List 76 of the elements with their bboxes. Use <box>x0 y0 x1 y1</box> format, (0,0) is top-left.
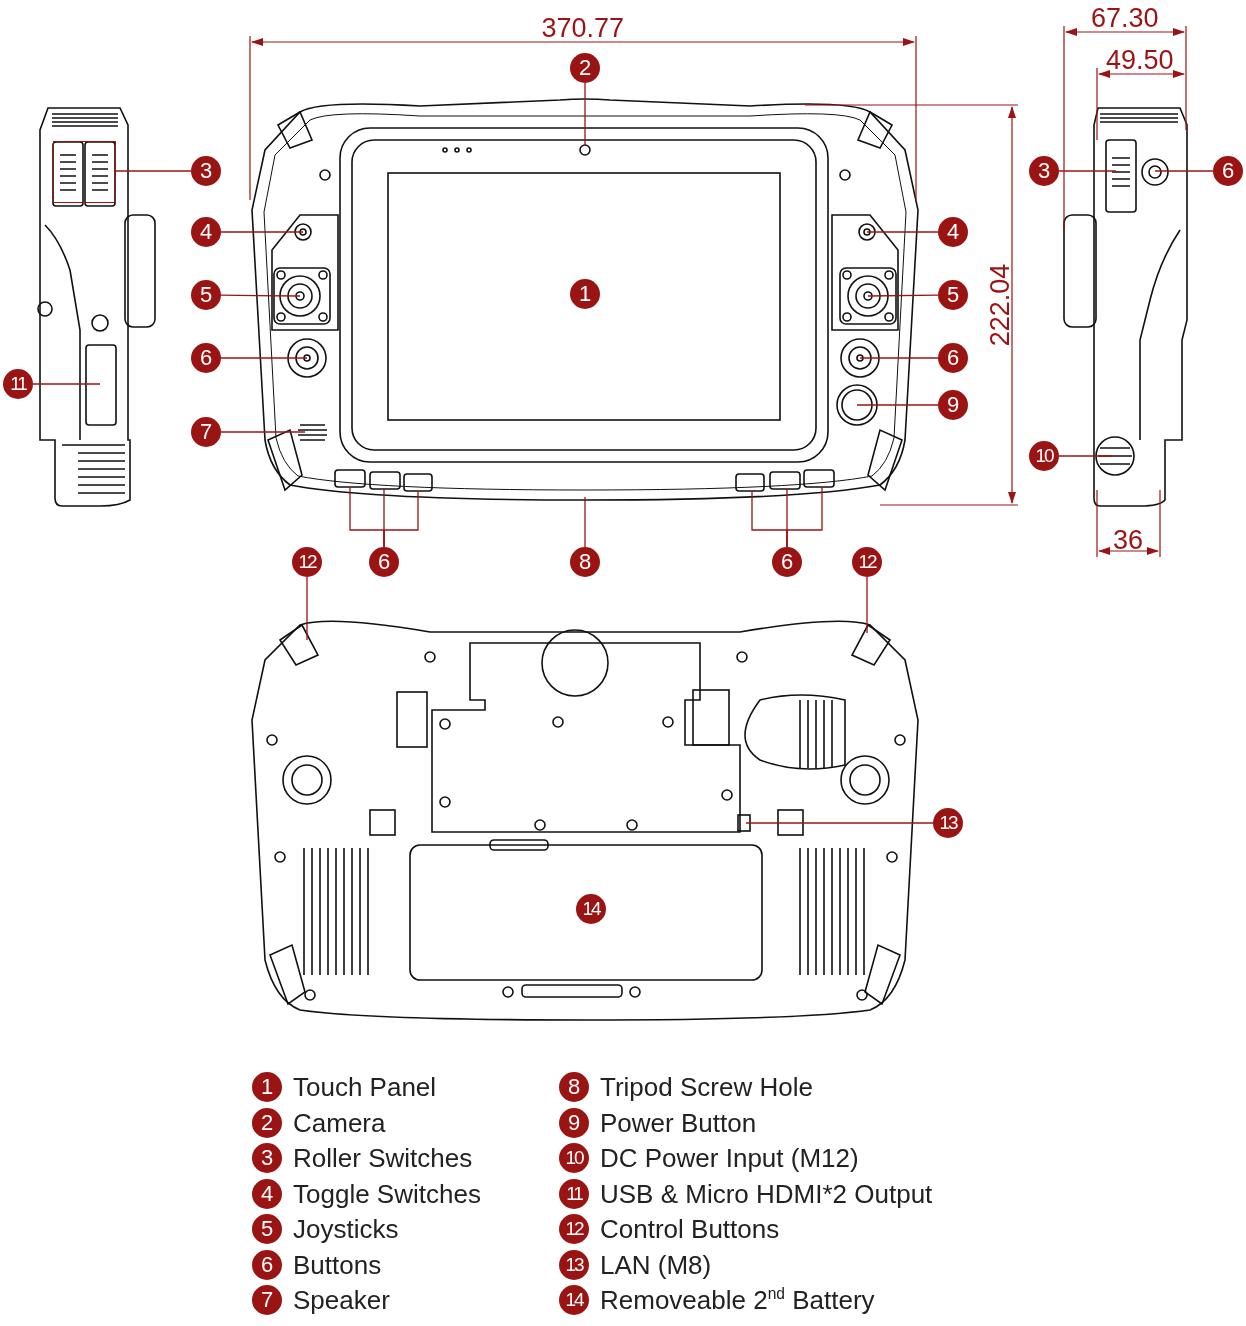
dimension-label: 49.50 <box>1106 46 1174 74</box>
callout-number: 4 <box>191 217 221 247</box>
callout-number: 3 <box>191 156 221 186</box>
callout-number: 9 <box>938 390 968 420</box>
callout-number: 3 <box>1029 156 1059 186</box>
callout-number: 10 <box>1029 441 1059 471</box>
callout-number: 6 <box>938 343 968 373</box>
callout-number: 6 <box>369 547 399 577</box>
callout-number: 11 <box>559 1178 589 1209</box>
legend-text: Power Button <box>600 1107 757 1138</box>
callout-number: 2 <box>570 53 600 83</box>
callout-number: 5 <box>938 280 968 310</box>
callout-number: 10 <box>559 1143 589 1173</box>
legend-text: DC Power Input (M12) <box>600 1143 859 1173</box>
callout-number: 8 <box>570 547 600 577</box>
leader-line <box>786 486 823 548</box>
legend-text: Speaker <box>293 1285 390 1315</box>
callout-number: 13 <box>559 1249 589 1280</box>
dimension-label: 222.04 <box>985 263 1014 347</box>
callout-number: 7 <box>191 417 221 447</box>
callout-number: 6 <box>772 547 802 577</box>
callout-number: 14 <box>576 894 606 924</box>
leader-line <box>32 383 101 385</box>
legend-text: Joysticks <box>293 1214 399 1244</box>
leader-line <box>584 496 586 548</box>
dimension-label: 370.77 <box>541 14 625 42</box>
callout-number: 5 <box>191 280 221 310</box>
legend-text: Camera <box>293 1107 386 1138</box>
callout-number: 11 <box>3 369 33 399</box>
callout-number: 9 <box>559 1107 589 1138</box>
callout-number: 6 <box>191 343 221 373</box>
dimension-label: 67.30 <box>1091 4 1159 32</box>
leader-line <box>856 404 939 406</box>
callout-number: 2 <box>252 1107 282 1138</box>
leader-line <box>867 294 939 297</box>
callout-number: 14 <box>559 1285 589 1315</box>
leader-line <box>115 170 192 172</box>
leader-line <box>859 357 939 359</box>
legend-text: Control Buttons <box>600 1214 780 1244</box>
leader-line <box>220 431 306 433</box>
callout-number: 13 <box>933 808 963 838</box>
legend-text: Buttons <box>293 1249 382 1280</box>
callout-number: 1 <box>570 279 600 309</box>
legend-text: USB & Micro HDMI*2 Output <box>600 1178 933 1209</box>
leader-line <box>866 231 939 233</box>
callout-number: 12 <box>852 547 882 577</box>
leader-line <box>1154 170 1214 172</box>
callout-number: 4 <box>252 1178 282 1209</box>
leader-line <box>220 357 308 359</box>
dimension-label: 36 <box>1113 526 1144 554</box>
legend-text: Roller Switches <box>293 1143 473 1173</box>
legend-text: Removeable 2$^{nd}$ Battery <box>600 1285 875 1315</box>
leader-line <box>306 576 308 641</box>
leader-line <box>866 576 868 634</box>
callout-number: 1 <box>252 1072 282 1102</box>
callout-number: 12 <box>559 1214 589 1244</box>
highlight-frame <box>53 141 116 203</box>
legend-text: Tripod Screw Hole <box>600 1072 813 1102</box>
legend-text: Toggle Switches <box>293 1178 481 1209</box>
legend-text: Touch Panel <box>293 1072 437 1102</box>
leader-line <box>1058 455 1113 457</box>
leader-line <box>383 490 419 548</box>
callout-number: 3 <box>252 1143 282 1173</box>
callout-number: 8 <box>559 1072 589 1102</box>
leader-line <box>220 231 304 233</box>
leader-line <box>745 822 934 824</box>
callout-number: 7 <box>252 1285 282 1315</box>
callout-number: 4 <box>938 217 968 247</box>
callout-number: 12 <box>292 547 322 577</box>
leader-line <box>220 294 301 297</box>
callout-number: 5 <box>252 1214 282 1244</box>
callout-number: 6 <box>1213 156 1243 186</box>
legend-text: LAN (M8) <box>600 1249 712 1280</box>
callout-number: 6 <box>252 1249 282 1280</box>
leader-line <box>1058 170 1117 172</box>
leader-line <box>584 82 586 147</box>
